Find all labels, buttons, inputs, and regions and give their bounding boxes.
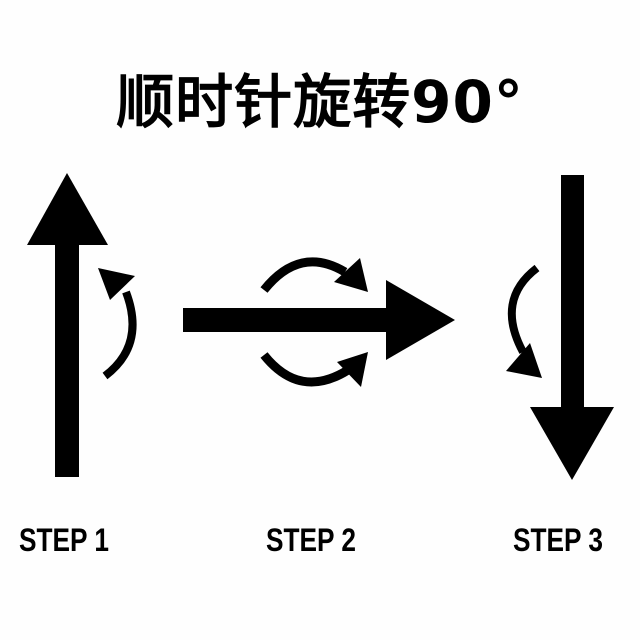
curved-rotate-arrow-icon-step2-bottom (260, 352, 368, 387)
curved-rotate-arrow-icon-step3 (506, 264, 542, 378)
curved-rotate-arrow-icon-step2-top (260, 257, 368, 293)
down-arrow-icon (530, 175, 614, 480)
curved-rotate-arrow-icon-step1 (98, 268, 137, 380)
up-arrow-icon (27, 173, 108, 477)
diagram-title: 顺时针旋转90° (116, 68, 524, 136)
step-2-label: STEP 2 (266, 522, 356, 558)
right-arrow-icon (183, 280, 455, 360)
step-3-label: STEP 3 (513, 522, 603, 558)
step-1-label: STEP 1 (19, 522, 109, 558)
